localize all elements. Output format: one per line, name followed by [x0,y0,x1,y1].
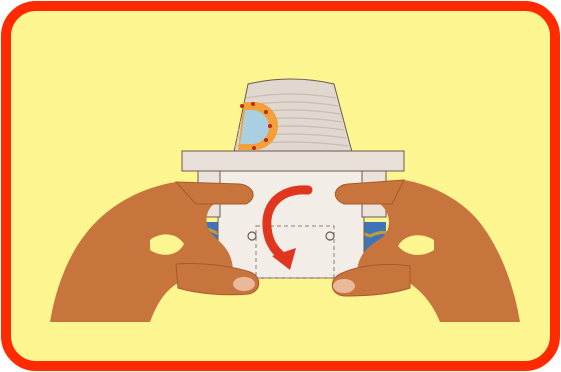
porthole-dot [264,110,268,114]
porthole-dot [264,138,268,142]
cup-brim [182,151,404,171]
cup-top [234,79,352,152]
hole-left [248,232,256,240]
porthole-dot [240,104,244,108]
porthole-dot [268,124,272,128]
right-thumbnail [333,279,355,293]
porthole-dot [252,146,256,150]
porthole-dot [251,102,255,106]
hole-right [326,232,334,240]
left-thumbnail [233,277,255,291]
